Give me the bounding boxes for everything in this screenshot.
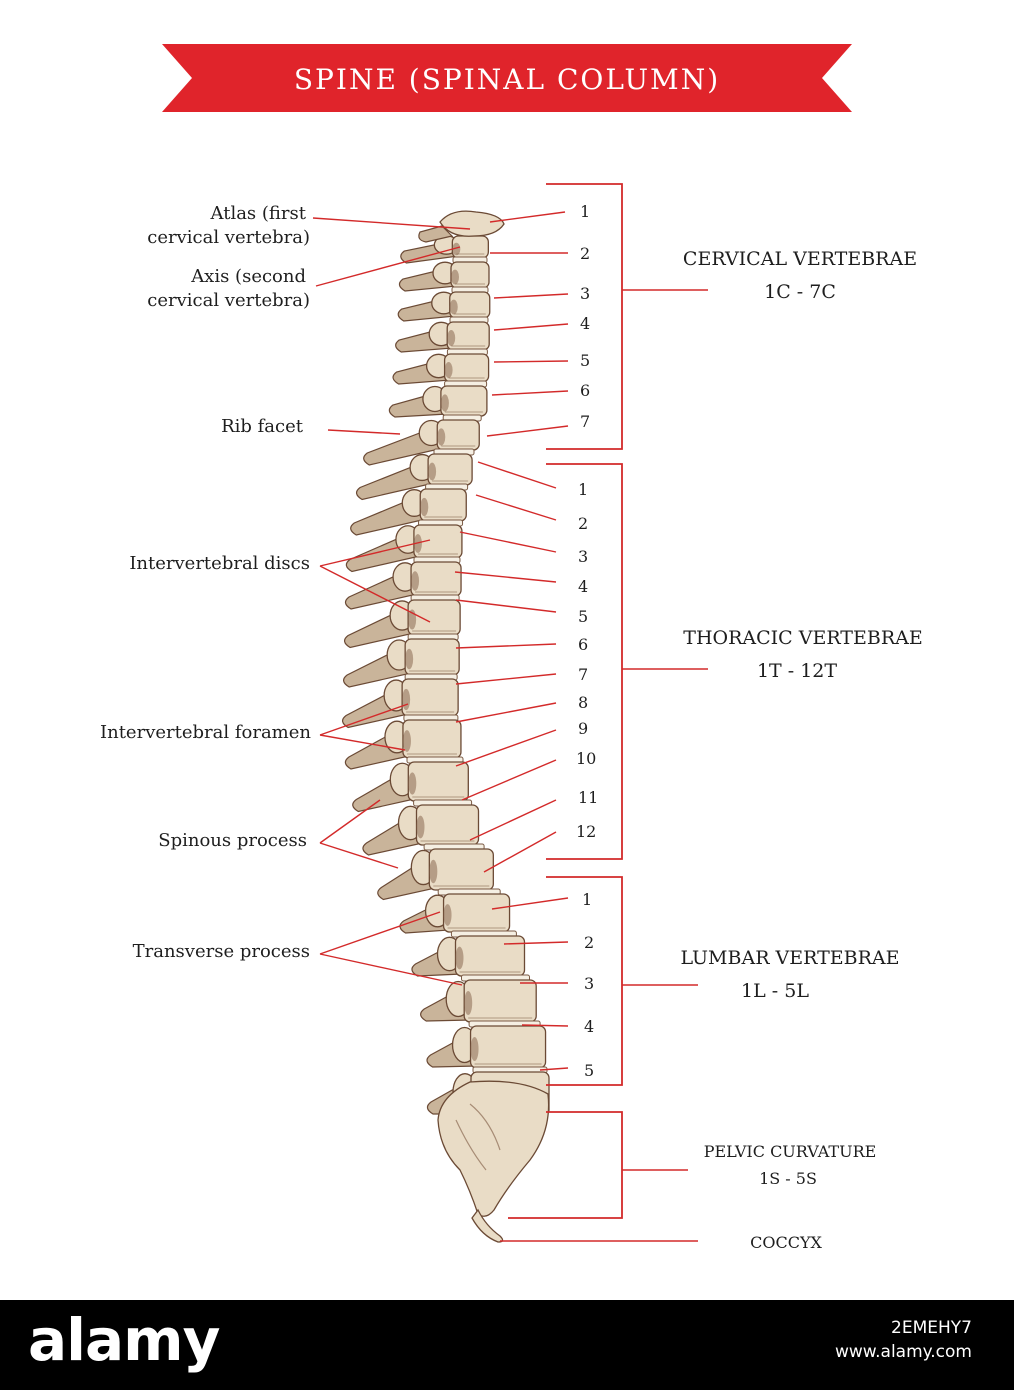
thoracic-number: 3: [578, 547, 588, 566]
thoracic-number: 4: [578, 577, 588, 596]
thoracic-number: 10: [576, 749, 596, 768]
foramen-shape: [437, 428, 446, 446]
footer-site: www.alamy.com: [834, 1342, 972, 1362]
section-lumbar-name: LUMBAR VERTEBRAE: [680, 947, 899, 969]
footer-image-id: 2EMEHY7: [891, 1318, 972, 1338]
cervical-number: 1: [580, 202, 590, 221]
foramen-shape: [411, 571, 420, 591]
foramen-shape: [402, 730, 411, 752]
lumbar-number: 3: [584, 974, 594, 993]
foramen-shape: [455, 946, 464, 970]
thoracic-number: 1: [578, 480, 588, 499]
thoracic-number: 8: [578, 693, 588, 712]
vertebral-body-shape: [469, 1025, 547, 1069]
section-pelvic-range: 1S - 5S: [759, 1169, 817, 1188]
section-cervical-range: 1C - 7C: [764, 281, 836, 303]
vertebral-body-shape: [442, 893, 511, 933]
thoracic-numbers: 1 2 3 4 5 6 7 8 9 10 11 12: [576, 480, 598, 841]
foramen-shape: [451, 269, 459, 285]
label-intervertebral-foramen: Intervertebral foramen: [100, 722, 311, 743]
right-leader-lines: [454, 211, 698, 1242]
footer-image-info: 2EMEHY7 www.alamy.com: [835, 1316, 972, 1364]
alamy-logo: alamy: [28, 1306, 220, 1374]
section-thoracic-range: 1T - 12T: [757, 660, 837, 682]
foramen-shape: [444, 362, 453, 378]
vertebral-body-shape: [402, 719, 462, 759]
banner-title: SPINE (SPINAL COLUMN): [294, 63, 720, 96]
label-rib-facet: Rib facet: [221, 416, 304, 437]
foramen-shape: [447, 330, 456, 346]
thoracic-number: 9: [578, 719, 588, 738]
foramen-shape: [452, 242, 461, 256]
vertebral-body-shape: [454, 935, 526, 977]
label-atlas-line1: Atlas (first: [210, 203, 307, 224]
foramen-shape: [428, 462, 437, 481]
lumbar-numbers: 1 2 3 4 5: [582, 890, 594, 1080]
footer-bar: alamy 2EMEHY7 www.alamy.com: [0, 1300, 1014, 1390]
cervical-numbers: 1 2 3 4 5 6 7: [580, 202, 590, 431]
vertebral-body-shape: [404, 638, 460, 676]
sacrum-shading: [455, 1103, 501, 1171]
label-atlas-line2: cervical vertebra): [147, 227, 310, 248]
lumbar-number: 4: [584, 1017, 594, 1036]
vertebral-body-shape: [407, 761, 469, 802]
thoracic-number: 6: [578, 635, 588, 654]
sacrum-shape: [437, 1080, 550, 1217]
lumbar-number: 2: [584, 933, 594, 952]
label-spinous-process: Spinous process: [158, 830, 307, 851]
cervical-number: 2: [580, 244, 590, 263]
left-labels: Atlas (first cervical vertebra) Axis (se…: [100, 203, 311, 962]
foramen-shape: [416, 815, 425, 839]
foramen-shape: [440, 394, 449, 412]
spine-illustration: [342, 210, 550, 1243]
foramen-shape: [405, 648, 414, 670]
left-leader-lines: [312, 217, 471, 986]
section-pelvic-name: PELVIC CURVATURE: [704, 1142, 877, 1161]
title-banner: SPINE (SPINAL COLUMN): [162, 44, 852, 112]
vertebral-body-shape: [463, 979, 537, 1023]
foramen-shape: [464, 991, 473, 1015]
section-cervical-name: CERVICAL VERTEBRAE: [683, 248, 917, 270]
atlas-process-shape: [418, 225, 454, 243]
lumbar-number: 1: [582, 890, 592, 909]
foramen-shape: [449, 299, 458, 315]
section-lumbar-range: 1L - 5L: [741, 980, 809, 1002]
thoracic-number: 2: [578, 514, 588, 533]
label-intervertebral-discs: Intervertebral discs: [129, 553, 310, 574]
cervical-number: 7: [580, 412, 590, 431]
label-axis-line2: cervical vertebra): [147, 290, 310, 311]
thoracic-number: 11: [578, 788, 598, 807]
thoracic-number: 12: [576, 822, 596, 841]
section-brackets: [508, 183, 708, 1219]
section-thoracic-name: THORACIC VERTEBRAE: [683, 627, 922, 649]
foramen-shape: [408, 772, 417, 795]
foramen-shape: [470, 1037, 479, 1061]
vertebral-body-shape: [401, 678, 459, 717]
section-labels: CERVICAL VERTEBRAE 1C - 7C THORACIC VERT…: [680, 248, 922, 1252]
thoracic-number: 5: [578, 607, 588, 626]
section-coccyx-name: COCCYX: [750, 1233, 822, 1252]
foramen-shape: [420, 497, 429, 517]
label-transverse-process: Transverse process: [133, 941, 310, 962]
cervical-number: 6: [580, 381, 590, 400]
foramen-shape: [443, 904, 452, 926]
cervical-number: 3: [580, 284, 590, 303]
vertebral-body-shape: [428, 848, 494, 891]
label-axis-line1: Axis (second: [190, 266, 306, 287]
foramen-shape: [402, 688, 411, 711]
foramen-shape: [429, 859, 438, 884]
lumbar-number: 5: [584, 1061, 594, 1080]
cervical-number: 4: [580, 314, 590, 333]
vertebral-body-shape: [415, 804, 480, 846]
banner-ribbon: [162, 44, 852, 112]
atlas-shape: [439, 210, 505, 237]
cervical-number: 5: [580, 351, 590, 370]
thoracic-number: 7: [578, 665, 588, 684]
